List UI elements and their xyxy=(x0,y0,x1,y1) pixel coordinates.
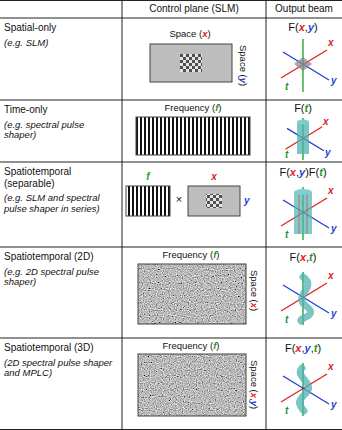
row-label-cell: Spatiotemporal (3D) (2D spectral pulse sh… xyxy=(4,342,118,379)
text-label: (e.g. spectral pulse shaper) xyxy=(4,120,118,142)
text-label: Control plane (SLM) xyxy=(149,3,238,15)
text-label: t xyxy=(285,229,288,241)
text-label: x xyxy=(328,361,334,373)
text-label: Spatial-only xyxy=(4,22,118,34)
text-label: Spatiotemporal (2D) xyxy=(4,251,118,263)
text-label: x xyxy=(328,185,334,197)
text-label: x xyxy=(328,270,334,282)
text-label: t xyxy=(285,149,288,161)
text-label: x xyxy=(211,171,217,183)
text-label: Space (x) xyxy=(248,270,259,311)
text-label: x xyxy=(328,37,334,49)
text-label: Frequency (f) xyxy=(162,341,219,352)
text-label: y xyxy=(331,75,337,87)
text-label: Space (x) xyxy=(169,29,210,40)
text-label: F(x,y)F(t) xyxy=(279,166,326,179)
text-label: y xyxy=(325,147,331,159)
axes xyxy=(281,39,329,416)
text-label: Output beam xyxy=(275,3,333,15)
text-label: Space (x,y) xyxy=(248,360,259,409)
text-label: (e.g. 2D spectral pulse shaper) xyxy=(4,267,118,289)
text-label: t xyxy=(285,81,288,93)
row-label-cell: Spatial-only (e.g. SLM) xyxy=(4,22,118,48)
slm-patterns xyxy=(126,44,250,416)
text-label: (e.g. SLM) xyxy=(4,38,118,49)
text-label: y xyxy=(331,223,337,235)
text-label: t xyxy=(285,314,288,326)
text-label: Frequency (f) xyxy=(164,103,221,114)
text-label: y xyxy=(244,195,250,207)
text-label: y xyxy=(331,308,337,320)
text-label: Time-only xyxy=(4,104,118,116)
text-label: F(x,t) xyxy=(290,251,317,264)
text-label: y xyxy=(331,399,337,411)
text-label: Space (y) xyxy=(237,45,248,86)
text-label: F(x,y,t) xyxy=(285,342,321,355)
text-label: t xyxy=(285,405,288,417)
beams xyxy=(294,57,312,411)
text-label: x xyxy=(323,116,329,128)
text-label: Spatiotemporal (separable) xyxy=(4,166,118,189)
row-label-cell: Spatiotemporal (2D) (e.g. 2D spectral pul… xyxy=(4,251,118,288)
row-label-cell: Time-only (e.g. spectral pulse shaper) xyxy=(4,104,118,141)
text-label: × xyxy=(176,193,182,206)
text-label: (2D spectral pulse shaper and MPLC) xyxy=(4,358,118,380)
row-label-cell: Spatiotemporal (separable) (e.g. SLM and … xyxy=(4,166,118,215)
text-label: F(t) xyxy=(294,102,312,115)
text-label: Frequency (f) xyxy=(162,250,219,261)
text-label: f xyxy=(146,171,149,183)
text-label: (e.g. SLM and spectral pulse shaper in s… xyxy=(4,193,118,215)
text-label: F(x,y) xyxy=(288,21,317,34)
text-label: Spatiotemporal (3D) xyxy=(4,342,118,354)
